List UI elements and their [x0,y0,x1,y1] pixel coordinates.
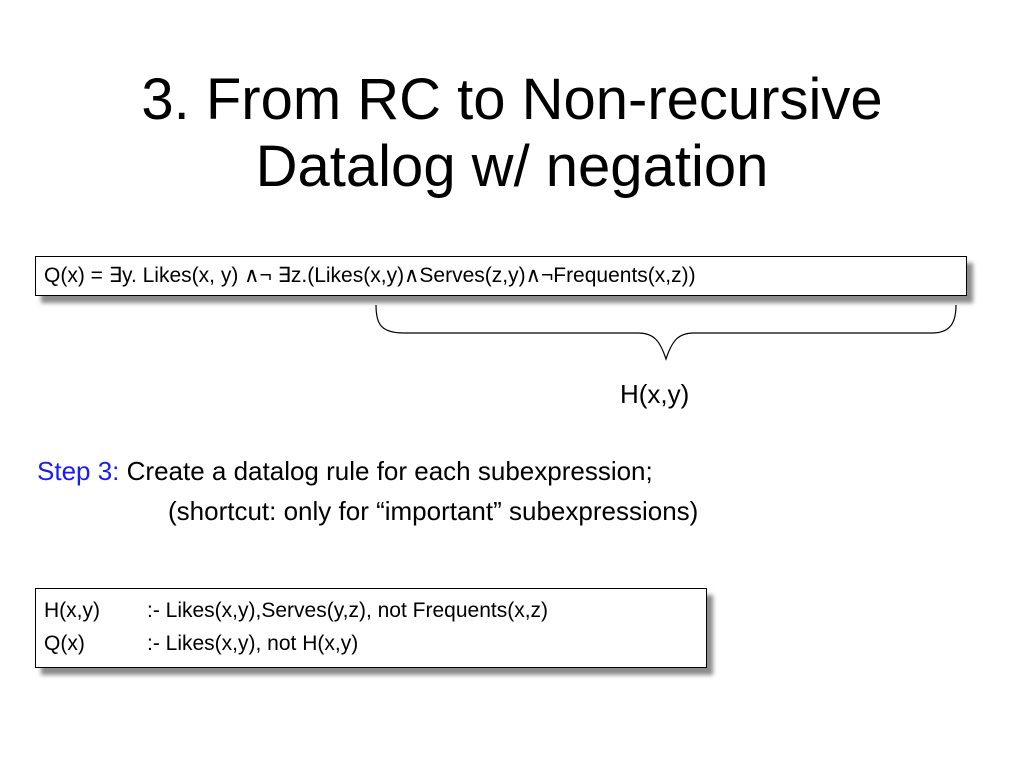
slide-title: 3. From RC to Non-recursive Datalog w/ n… [0,66,1024,200]
brace-label: H(x,y) [620,379,690,409]
rule-body: :- Likes(x,y), not H(x,y) [147,632,359,655]
step-note: (shortcut: only for “important” subexpre… [168,496,699,526]
rule-head: H(x,y) [44,599,100,622]
formula-text: Q(x) = ∃y. Likes(x, y) ∧¬ ∃z.(Likes(x,y)… [44,264,696,287]
datalog-rules-box: H(x,y) :- Likes(x,y),Serves(y,z), not Fr… [35,588,707,668]
rule-head: Q(x) [44,632,85,655]
rule-row: Q(x) :- Likes(x,y), not H(x,y) [44,627,706,660]
rule-row: H(x,y) :- Likes(x,y),Serves(y,z), not Fr… [44,594,706,627]
brace-icon [375,304,957,361]
step-label: Step 3: [37,456,120,486]
slide-title-line-1: 3. From RC to Non-recursive [141,67,883,132]
slide-title-line-2: Datalog w/ negation [255,134,769,199]
step-line: Step 3: Create a datalog rule for each s… [37,452,653,490]
formula-box: Q(x) = ∃y. Likes(x, y) ∧¬ ∃z.(Likes(x,y)… [35,256,967,296]
rule-body: :- Likes(x,y),Serves(y,z), not Frequents… [147,599,549,622]
step-text: Create a datalog rule for each subexpres… [126,456,653,486]
